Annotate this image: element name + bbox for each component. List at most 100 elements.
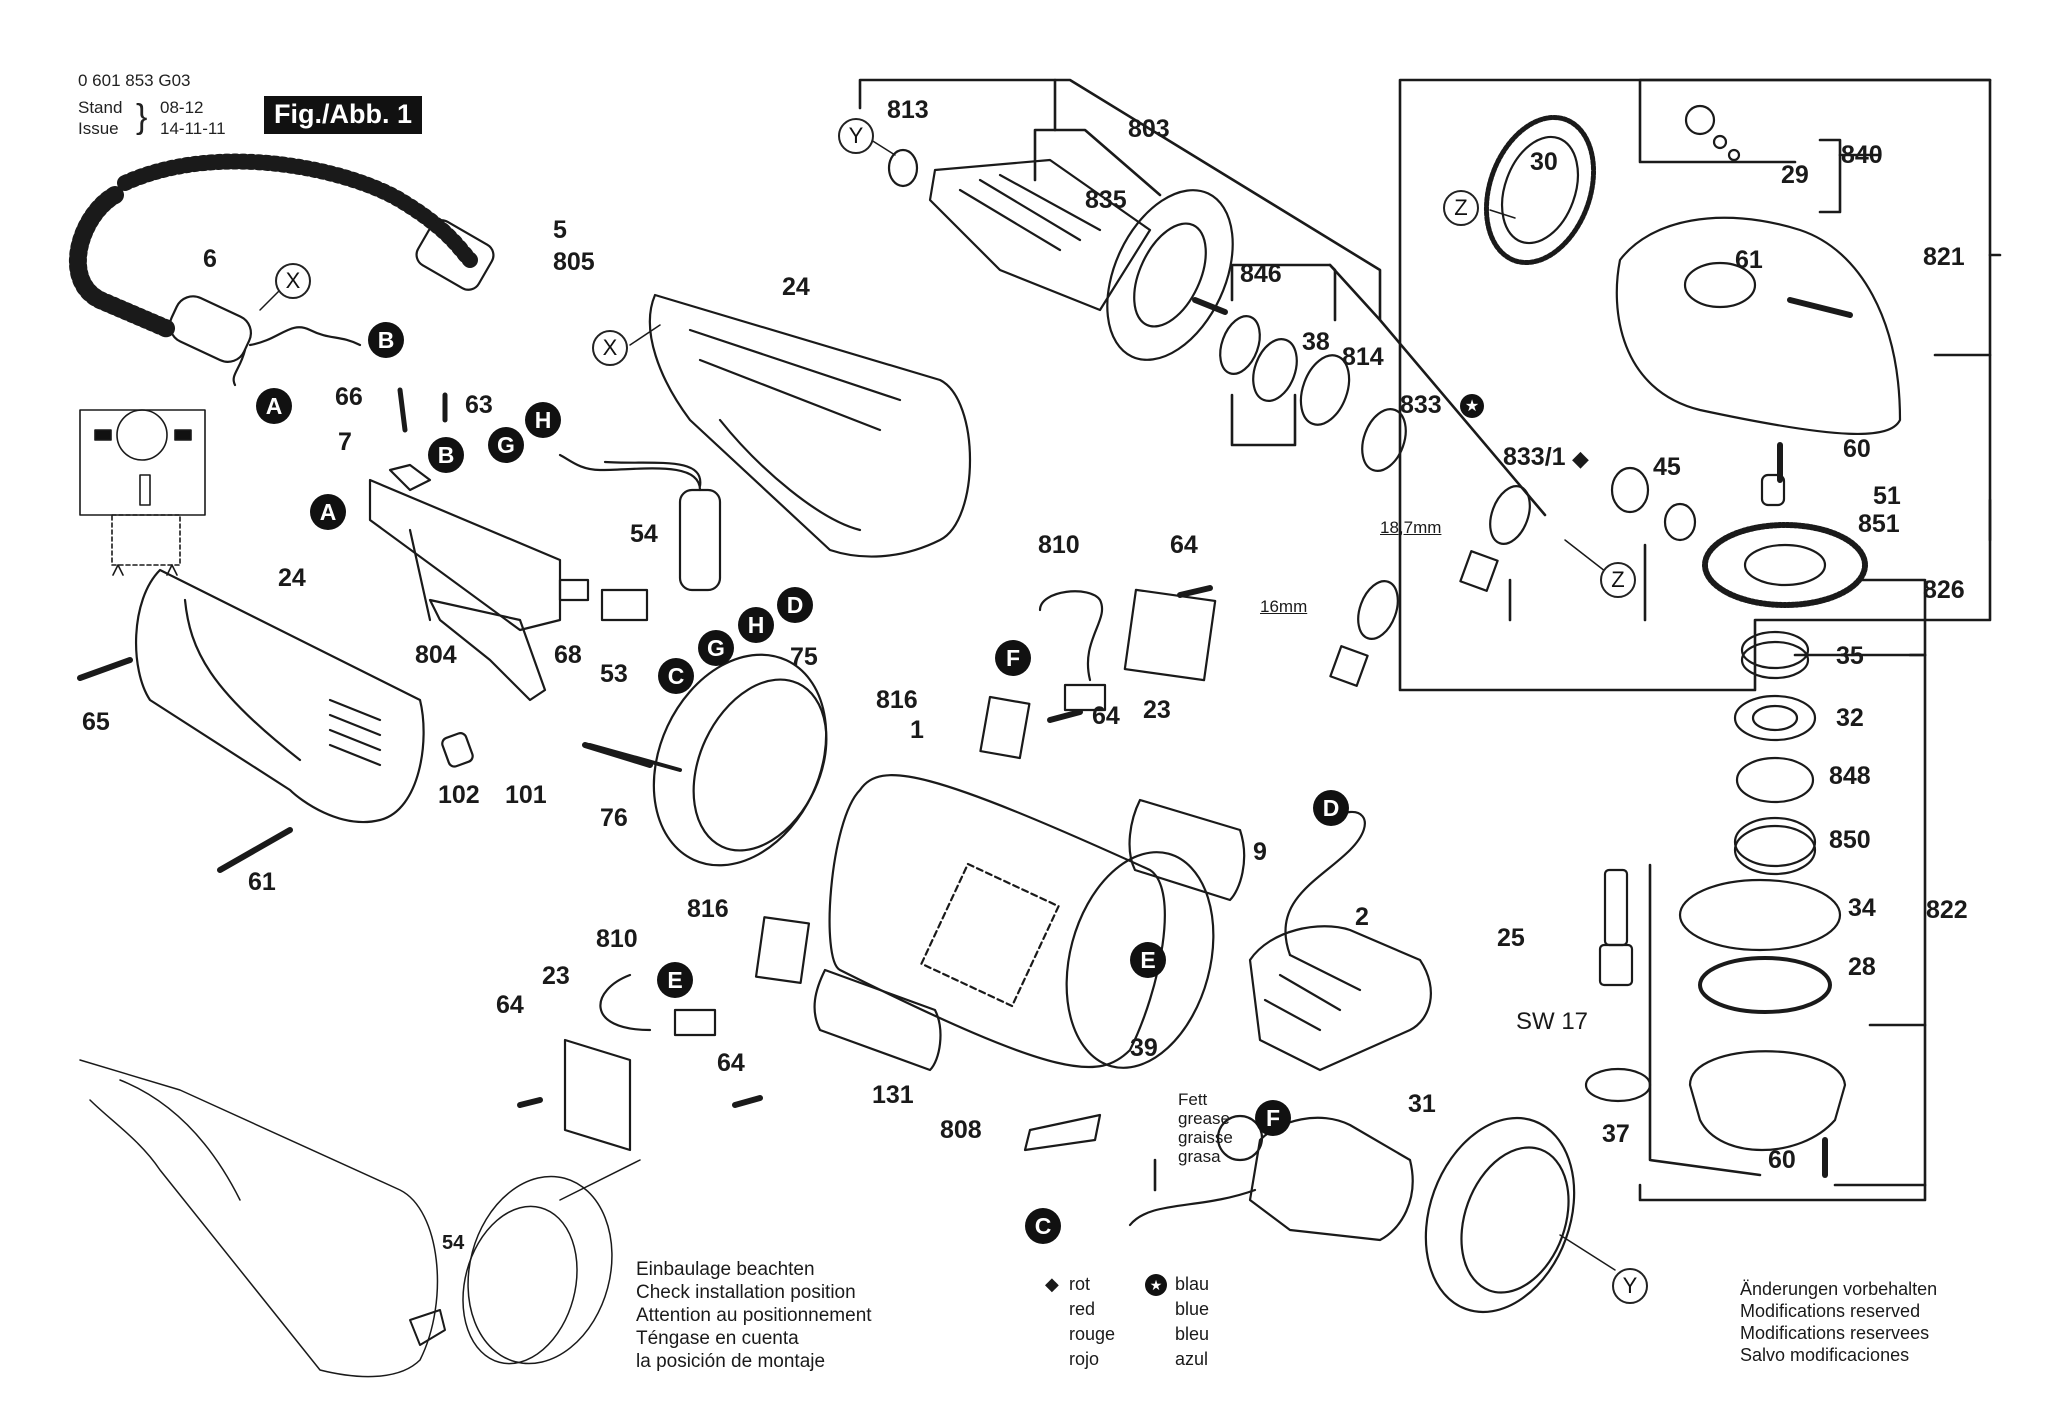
lock-lever [428, 598, 547, 768]
part-number: 0 601 853 G03 [78, 71, 191, 90]
blue-star-marker-icon: ★ [1460, 394, 1484, 418]
part-label-102: 102 [438, 781, 480, 809]
part-label-813: 813 [887, 96, 929, 124]
part-label-60: 60 [1843, 435, 1871, 463]
part-label-850: 850 [1829, 826, 1871, 854]
part-label-816a: 816 [876, 686, 918, 714]
part-label-30: 30 [1530, 148, 1558, 176]
part-label-833-1: 833/1 [1503, 443, 1566, 471]
legend-red-column: rot red rouge rojo [1069, 1272, 1115, 1372]
brush-holders [563, 588, 1217, 1152]
part-label-1: 1 [910, 716, 924, 744]
spindle-stack [1584, 522, 1868, 1152]
gear-head [1483, 104, 1902, 542]
legend-red-name: rot [1069, 1274, 1091, 1294]
part-label-833: 833 [1400, 391, 1442, 419]
installation-note-line: Téngase en cuenta [636, 1328, 799, 1349]
installation-note-line: la posición de montaje [636, 1351, 826, 1372]
connector-callout-b: B [368, 322, 404, 358]
connector-callout-f: F [1255, 1100, 1291, 1136]
part-label-24-lower: 24 [278, 564, 306, 592]
connector-callout-a: A [256, 388, 292, 424]
connector-callout-g: G [488, 427, 524, 463]
issue-date: 14-11-11 [160, 119, 226, 138]
part-label-848: 848 [1829, 762, 1871, 790]
wrench-size-label: SW 17 [1516, 1008, 1589, 1035]
color-legend: ◆ rot red rouge rojo ★ blau blue bleu az… [1045, 1272, 1245, 1382]
modifications-note-line: Änderungen vorbehalten [1740, 1279, 1938, 1299]
reference-callout-y: Y [838, 118, 874, 154]
part-label-23a: 23 [1143, 696, 1171, 724]
field-coil [1128, 810, 1432, 1242]
part-label-840: 840 [1841, 141, 1883, 169]
part-label-816b: 816 [687, 895, 729, 923]
grease-note-line: grasa [1178, 1147, 1221, 1166]
bracket-lines [858, 78, 2002, 1202]
part-label-66: 66 [335, 383, 363, 411]
reference-callout-x: X [275, 263, 311, 299]
part-label-25: 25 [1497, 924, 1525, 952]
figure-title-badge: Fig./Abb. 1 [264, 96, 422, 134]
dimension-18-7mm: 18,7mm [1380, 518, 1442, 537]
modifications-note-line: Modifications reservees [1740, 1323, 1930, 1343]
motor-housing [828, 774, 1215, 1069]
part-label-35: 35 [1836, 642, 1864, 670]
part-label-846: 846 [1240, 260, 1282, 288]
grease-note-line: graisse [1178, 1128, 1233, 1147]
dimension-16mm: 16mm [1260, 597, 1308, 616]
part-label-61b: 61 [248, 868, 276, 896]
part-label-34: 34 [1848, 894, 1876, 922]
legend-blue-name: bleu [1175, 1324, 1210, 1344]
stand-label: Stand [78, 98, 123, 117]
installation-inset [79, 1059, 641, 1378]
part-label-5: 5 [553, 216, 567, 244]
part-label-51: 51 [1873, 482, 1901, 510]
installation-note-line: Check installation position [636, 1282, 856, 1303]
connector-callout-h: H [738, 607, 774, 643]
part-label-32: 32 [1836, 704, 1864, 732]
housing-half-lower [134, 568, 425, 823]
part-label-24-upper: 24 [782, 273, 810, 301]
part-label-54-inset: 54 [442, 1232, 465, 1254]
power-cord [68, 153, 495, 387]
part-label-31: 31 [1408, 1090, 1436, 1118]
stand-date-struck: 08-12 [160, 98, 204, 117]
cover-plates [813, 798, 1246, 1152]
end-shield [588, 653, 828, 867]
part-label-23b: 23 [542, 962, 570, 990]
part-label-54: 54 [630, 520, 658, 548]
part-label-6: 6 [203, 245, 217, 273]
modifications-note: Änderungen vorbehalten Modifications res… [1740, 1278, 1937, 1366]
part-label-64c: 64 [496, 991, 524, 1019]
part-label-64d: 64 [717, 1049, 745, 1077]
part-label-75: 75 [790, 643, 818, 671]
connector-callout-h: H [525, 402, 561, 438]
reference-callout-y: Y [1612, 1268, 1648, 1304]
screws [77, 297, 1853, 1178]
part-label-851: 851 [1858, 510, 1900, 538]
connector-callout-a: A [310, 494, 346, 530]
grease-note-line: grease [1178, 1109, 1230, 1128]
part-label-53: 53 [600, 660, 628, 688]
reference-callout-z: Z [1443, 190, 1479, 226]
modifications-note-line: Salvo modificaciones [1740, 1345, 1910, 1365]
part-label-39: 39 [1130, 1034, 1158, 1062]
connector-callout-d: D [1313, 790, 1349, 826]
part-label-805: 805 [553, 248, 595, 276]
legend-red-name: rouge [1069, 1324, 1116, 1344]
installation-note: Einbaulage beachten Check installation p… [636, 1258, 872, 1373]
housing-half-upper [648, 293, 971, 558]
connector-callout-e: E [1130, 942, 1166, 978]
bearings-upper [1219, 315, 1531, 687]
connector-callout-f: F [995, 640, 1031, 676]
part-label-810b: 810 [596, 925, 638, 953]
part-label-38: 38 [1302, 328, 1330, 356]
reference-callout-z: Z [1600, 562, 1636, 598]
grease-note-line: Fett [1178, 1090, 1208, 1109]
legend-red-name: red [1069, 1299, 1096, 1319]
part-label-45: 45 [1653, 453, 1681, 481]
installation-note-line: Einbaulage beachten [636, 1259, 815, 1280]
part-label-131: 131 [872, 1081, 914, 1109]
connector-callout-c: C [658, 658, 694, 694]
legend-blue-name: blue [1175, 1299, 1210, 1319]
